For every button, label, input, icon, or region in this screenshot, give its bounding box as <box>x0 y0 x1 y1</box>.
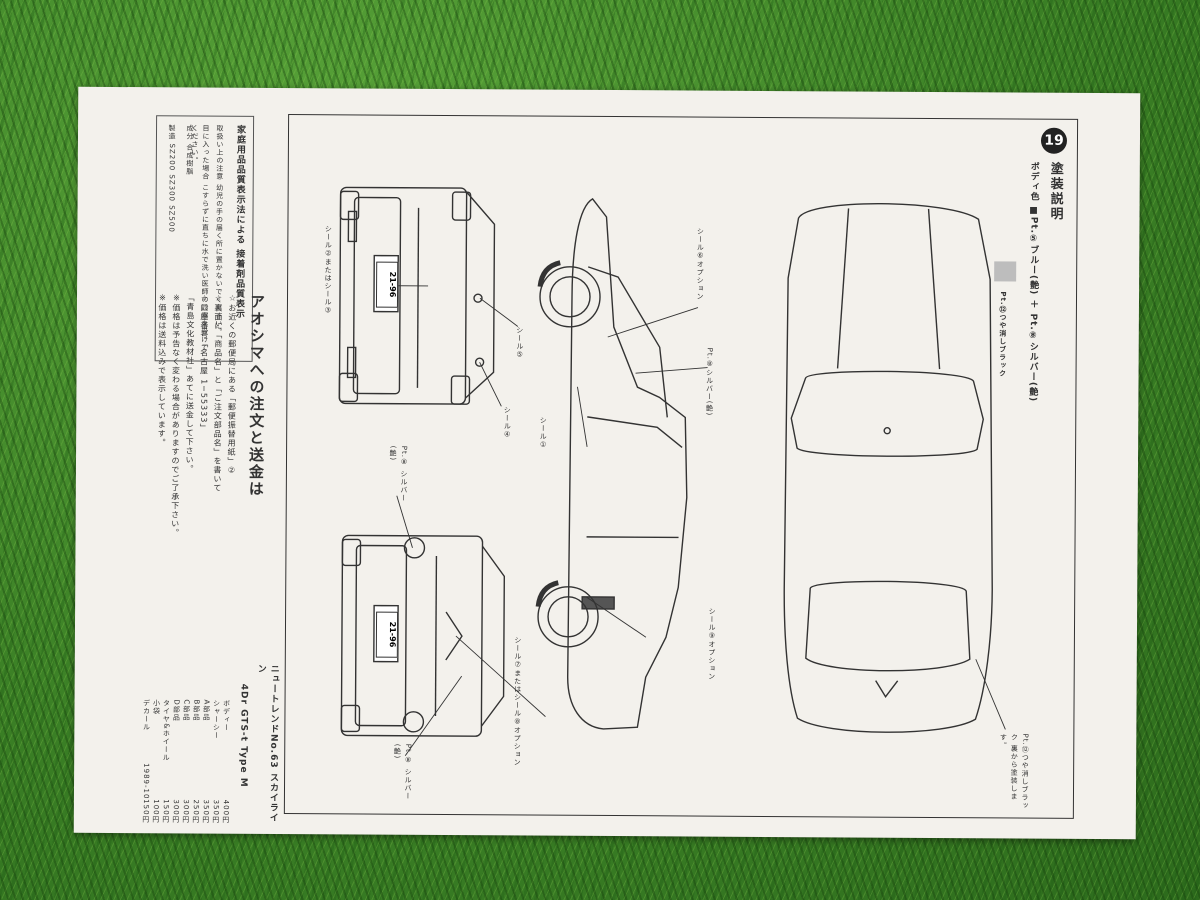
callout-seal-5: シール⑤ <box>515 326 524 360</box>
callout-rear-silver-b: Pt.⑧ シルバー(艶) <box>393 743 413 801</box>
order-note: ※価格は送料込みで表示しています。 <box>157 293 168 448</box>
rear-license-plate: 21-96 <box>375 611 399 658</box>
parts-price-row: ボディー 400円 <box>220 700 232 824</box>
part-name: D部品 <box>172 699 181 722</box>
parts-price-row: 小袋 100円 <box>150 699 162 823</box>
part-price: 250円 <box>191 799 200 824</box>
part-name: A部品 <box>202 699 211 722</box>
front-license-plate: 21-96 <box>375 261 399 308</box>
callout-seal-6-option: シール⑥オプション <box>695 227 705 301</box>
callout-rear-silver-a: Pt.⑧ シルバー(艶) <box>389 445 409 503</box>
front-view-drawing <box>338 186 496 405</box>
part-name: B部品 <box>192 699 201 722</box>
callout-seal-2-or-3: シール②またはシール③ <box>323 225 333 316</box>
product-series: ニュートレンドNo.63 スカイライン <box>255 663 279 823</box>
rear-view-drawing <box>340 534 506 737</box>
print-date: 1989-10 <box>141 763 151 800</box>
parts-price-row: シャーシー 350円 <box>210 700 222 824</box>
callout-roof-black-note: Pt.⑫つや消しブラック 裏から塗装します。 <box>999 733 1030 810</box>
part-price: 350円 <box>211 799 220 824</box>
callout-seal-7-or-8-option: シール⑦またはシール⑧オプション <box>513 636 522 767</box>
drawing-frame: 19 塗装説明 ボディ色 ■Pt.⑤ブルー(艶) ＋ Pt.⑧シルバー(艶) P… <box>283 114 1079 819</box>
part-price: 400円 <box>221 799 230 824</box>
parts-price-row: C部品 300円 <box>180 699 192 823</box>
callout-silver-top: Pt.⑧シルバー(艶) <box>705 347 714 417</box>
order-line: ☆口座番号「名古屋 1−55333」 <box>199 293 210 433</box>
order-line: 「青島文化教材社」あてに送金して下さい。 <box>184 293 196 474</box>
part-price: 100円 <box>151 798 160 824</box>
part-name: 小袋 <box>152 699 161 716</box>
part-name: シャーシー <box>212 699 221 740</box>
parts-price-row: タイヤ&ホイール 150円 <box>160 699 172 823</box>
part-name: タイヤ&ホイール <box>162 699 171 762</box>
part-price: 150円 <box>161 798 170 824</box>
top-view-drawing <box>783 202 993 733</box>
product-model: 4Dr GTS-t Type M <box>238 683 249 788</box>
callout-seal-1: シール① <box>539 416 548 450</box>
part-price: 300円 <box>181 799 190 824</box>
instruction-sheet: 家庭用品品質表示法による 接着剤品質表示 取扱い上の注意 幼児の手の届く所に置か… <box>73 86 1141 840</box>
part-price: 350円 <box>201 799 210 824</box>
part-name: C部品 <box>182 699 191 722</box>
parts-price-row: A部品 350円 <box>200 700 212 824</box>
part-price: 300円 <box>171 798 180 824</box>
order-line: ☆お近くの郵便局にある「郵便振替用紙」② <box>226 293 238 476</box>
side-view-drawing <box>535 197 688 730</box>
parts-price-row: B部品 250円 <box>190 699 202 823</box>
callout-seal-4: シール④ <box>503 406 512 440</box>
order-heading: アオシマへの注文と送金は <box>246 293 267 498</box>
part-name: ボディー <box>222 699 231 732</box>
order-note: ※価格は予告なく変わる場合がありますのでご了承下さい。 <box>170 293 182 538</box>
part-name: デカール <box>142 699 151 732</box>
order-line: ☆裏面に「商品名」と「ご注文部品名」を書いて <box>212 293 224 493</box>
parts-price-row: D部品 300円 <box>170 699 182 823</box>
callout-seal-9-option: シール⑨オプション <box>707 607 717 681</box>
